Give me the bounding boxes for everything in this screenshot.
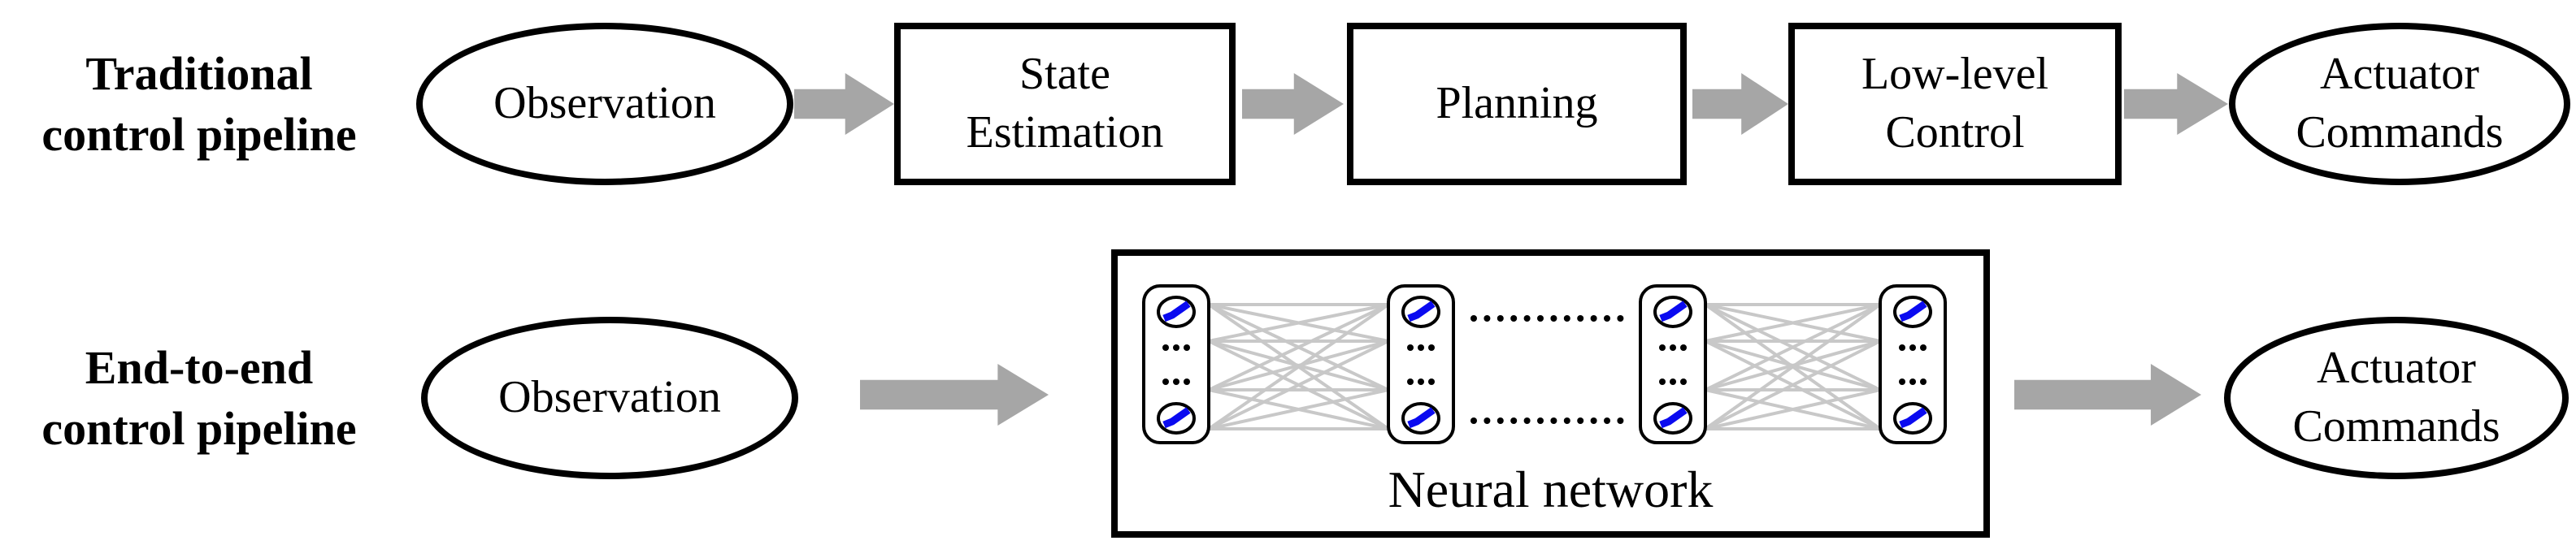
arrow-planning-to-low-level-control-icon: [1692, 73, 1788, 135]
arrow-state-estimation-to-planning-icon: [1242, 73, 1344, 135]
node-state-estimation: State Estimation: [894, 23, 1236, 185]
nn-ellipsis-dot: [1470, 417, 1477, 424]
nn-layer-column: [1142, 284, 1210, 444]
nn-connection-line: [1208, 388, 1389, 430]
nn-inner-ellipsis-dot: [1428, 378, 1435, 385]
arrow-observation-to-neural-network-icon: [860, 364, 1049, 426]
node-actuator-commands-end-to-end: Actuator Commands: [2224, 317, 2569, 479]
neural-network-caption-text: Neural network: [1388, 461, 1714, 518]
node-observation-traditional-label: Observation: [493, 78, 716, 129]
nn-inner-ellipsis-dot: [1162, 344, 1169, 351]
nn-connection-line: [1705, 340, 1881, 430]
node-actuator-commands-end-to-end-label: Actuator Commands: [2292, 343, 2500, 452]
row-label-end-to-end: End-to-end control pipeline: [12, 327, 386, 469]
nn-ellipsis-dot: [1510, 417, 1518, 424]
nn-inner-ellipsis-dot: [1899, 378, 1905, 385]
nn-ellipsis-dot: [1497, 417, 1504, 424]
nn-inner-ellipsis-dot: [1184, 344, 1190, 351]
node-planning-label: Planning: [1436, 78, 1598, 129]
nn-ellipsis-dot: [1590, 417, 1597, 424]
nn-inner-ellipsis-dot: [1659, 344, 1666, 351]
nn-inner-ellipsis-dot: [1909, 344, 1916, 351]
nn-inner-ellipsis-dot: [1899, 344, 1905, 351]
activation-function-icon: [1407, 407, 1436, 429]
nn-ellipsis-dot: [1563, 417, 1570, 424]
node-observation-end-to-end-label: Observation: [498, 372, 721, 423]
nn-inner-ellipsis-dot: [1670, 344, 1676, 351]
nn-inner-ellipsis-dot: [1920, 378, 1927, 385]
nn-layer-column: [1387, 284, 1455, 444]
nn-ellipsis-dot: [1470, 315, 1477, 322]
nn-inner-ellipsis-dot: [1920, 344, 1927, 351]
nn-inner-ellipsis-dot: [1418, 344, 1424, 351]
nn-ellipsis-dot: [1497, 315, 1504, 322]
node-actuator-commands-traditional-label: Actuator Commands: [2296, 49, 2504, 158]
nn-layer-column: [1879, 284, 1947, 444]
nn-ellipsis-dot: [1510, 315, 1518, 322]
nn-inner-ellipsis-dot: [1173, 378, 1179, 385]
nn-ellipsis-dot: [1537, 315, 1544, 322]
nn-connection-line: [1208, 303, 1389, 391]
nn-ellipsis-dot: [1604, 315, 1610, 322]
nn-connection-line: [1208, 340, 1389, 430]
nn-connection-line: [1705, 303, 1881, 391]
nn-ellipsis-dot: [1483, 315, 1491, 322]
nn-ellipsis-dot: [1523, 417, 1531, 424]
node-observation-end-to-end: Observation: [421, 317, 798, 479]
node-planning: Planning: [1347, 23, 1687, 185]
neural-network-graphic: [1142, 284, 1947, 444]
nn-ellipsis-dot: [1537, 417, 1544, 424]
row-label-end-to-end-text: End-to-end control pipeline: [41, 340, 357, 455]
arrow-observation-to-state-estimation-icon: [794, 73, 894, 135]
nn-inner-ellipsis-dot: [1428, 344, 1435, 351]
arrow-neural-network-to-actuator-icon: [2014, 364, 2201, 426]
nn-inner-ellipsis-dot: [1680, 344, 1687, 351]
row-label-traditional-text: Traditional control pipeline: [41, 46, 357, 161]
activation-function-icon: [1659, 407, 1688, 429]
nn-inner-ellipsis-dot: [1909, 378, 1916, 385]
activation-function-icon: [1899, 301, 1927, 322]
nn-ellipsis-dot: [1577, 417, 1584, 424]
node-state-estimation-label: State Estimation: [966, 49, 1164, 158]
activation-function-icon: [1407, 301, 1436, 322]
node-observation-traditional: Observation: [416, 23, 793, 185]
nn-connection-line: [1705, 303, 1881, 343]
nn-inner-ellipsis-dot: [1418, 378, 1424, 385]
activation-function-icon: [1162, 301, 1191, 322]
nn-connection-line: [1704, 303, 1882, 430]
nn-inner-ellipsis-dot: [1659, 378, 1666, 385]
activation-function-icon: [1162, 407, 1191, 429]
activation-function-icon: [1659, 301, 1688, 322]
nn-ellipsis-dot: [1550, 315, 1557, 322]
nn-ellipsis-dot: [1577, 315, 1584, 322]
row-label-traditional: Traditional control pipeline: [12, 32, 386, 175]
nn-ellipsis-dot: [1617, 417, 1624, 424]
nn-connection-line: [1705, 388, 1881, 430]
neural-network-box: Neural network: [1111, 249, 1990, 538]
nn-ellipsis-dot: [1604, 417, 1610, 424]
nn-inner-ellipsis-dot: [1407, 378, 1414, 385]
arrow-low-level-control-to-actuator-icon: [2124, 73, 2228, 135]
nn-ellipsis-dot: [1523, 315, 1531, 322]
nn-inner-ellipsis-dot: [1173, 344, 1179, 351]
nn-layer-column: [1639, 284, 1707, 444]
nn-ellipsis-dot: [1617, 315, 1624, 322]
nn-inner-ellipsis-dot: [1670, 378, 1676, 385]
nn-inner-ellipsis-dot: [1680, 378, 1687, 385]
nn-ellipsis-dot: [1590, 315, 1597, 322]
nn-inner-ellipsis-dot: [1184, 378, 1190, 385]
activation-function-icon: [1899, 407, 1927, 429]
nn-inner-ellipsis-dot: [1407, 344, 1414, 351]
neural-network-caption: Neural network: [1118, 459, 1983, 521]
nn-ellipsis-dot: [1483, 417, 1491, 424]
nn-connection-line: [1208, 303, 1389, 343]
nn-connection-line: [1207, 303, 1390, 430]
node-actuator-commands-traditional: Actuator Commands: [2229, 23, 2570, 185]
node-low-level-control-label: Low-level Control: [1861, 49, 2049, 158]
nn-ellipsis-dot: [1563, 315, 1570, 322]
node-low-level-control: Low-level Control: [1788, 23, 2122, 185]
nn-ellipsis-dot: [1550, 417, 1557, 424]
nn-inner-ellipsis-dot: [1162, 378, 1169, 385]
